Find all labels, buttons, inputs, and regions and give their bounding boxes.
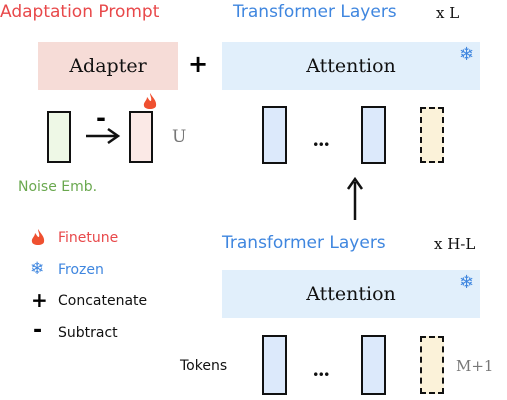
top-token-dashed	[420, 107, 444, 163]
adapter-block: Adapter	[38, 42, 178, 90]
adapted-token	[129, 111, 153, 163]
minus-sign: -	[96, 104, 106, 132]
snowflake-icon: ❄	[30, 259, 45, 278]
adaptation-prompt-title: Adaptation Prompt	[0, 2, 160, 22]
legend-subtract: Subtract	[58, 325, 118, 341]
bottom-token-1	[262, 335, 287, 395]
legend-plus-sign: +	[31, 288, 48, 312]
bottom-token-2	[361, 335, 386, 395]
right-arrow-icon	[86, 127, 121, 145]
bottom-repeat-label: x H-L	[434, 235, 476, 253]
bottom-ellipsis: ...	[313, 356, 330, 381]
legend-concatenate: Concatenate	[58, 293, 148, 309]
snowflake-icon: ❄	[459, 44, 475, 64]
transformer-layers-top-title: Transformer Layers	[233, 2, 397, 22]
noise-embedding-token	[47, 111, 71, 163]
top-repeat-label: x L	[436, 4, 460, 22]
m-plus-one-label: M+1	[456, 357, 494, 375]
bottom-token-dashed	[420, 336, 444, 394]
attention-bottom-label: Attention	[306, 283, 396, 305]
attention-top-block: Attention	[222, 42, 480, 90]
legend-finetune: Finetune	[58, 230, 119, 246]
attention-top-label: Attention	[306, 55, 396, 77]
attention-bottom-block: Attention	[222, 270, 480, 318]
up-arrow-icon	[346, 176, 364, 220]
top-ellipsis: ...	[313, 126, 330, 151]
noise-embedding-label: Noise Emb.	[18, 179, 98, 195]
top-token-2	[361, 106, 386, 164]
transformer-layers-bottom-title: Transformer Layers	[222, 233, 386, 253]
top-token-1	[262, 106, 287, 164]
fire-icon	[143, 93, 157, 109]
legend-minus-sign: -	[33, 318, 43, 343]
plus-sign: +	[188, 50, 209, 78]
snowflake-icon: ❄	[459, 272, 475, 292]
u-label: U	[172, 127, 187, 147]
legend-frozen: Frozen	[58, 262, 104, 278]
tokens-label: Tokens	[180, 358, 228, 374]
fire-icon	[31, 229, 45, 245]
adapter-label: Adapter	[69, 55, 147, 77]
